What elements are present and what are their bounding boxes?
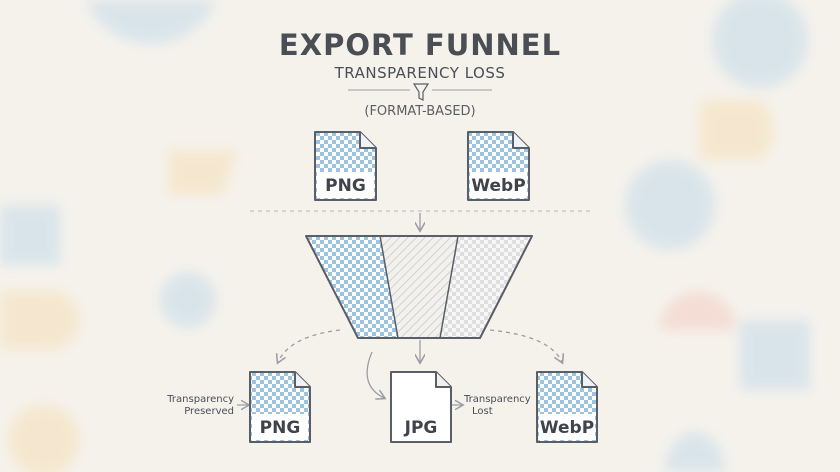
decor-blob (0, 290, 80, 350)
page-note: (FORMAT-BASED) (364, 104, 476, 119)
decor-blob (160, 272, 216, 328)
input-file-webp (467, 131, 530, 201)
decor-blob (712, 0, 808, 88)
decor-blob (625, 160, 715, 250)
arrow-to-png (278, 329, 341, 362)
input-webp-label: WebP (471, 176, 526, 196)
decor-blob (740, 320, 810, 390)
output-file-png (249, 371, 311, 443)
funnel-shape (305, 235, 533, 339)
arrow-to-webp (489, 329, 562, 362)
lost-line-1: Transparency (464, 394, 531, 405)
decor-blob (665, 432, 725, 472)
decor-blob (660, 292, 736, 330)
input-file-png (314, 131, 377, 201)
decor-blob (168, 150, 238, 195)
input-png-label: PNG (325, 176, 366, 196)
output-file-jpg (390, 371, 452, 443)
output-png-label: PNG (259, 418, 301, 438)
decor-blob (86, 0, 216, 45)
decor-blob (8, 404, 80, 472)
decor-blob (0, 205, 60, 265)
transparency-lost-label: Transparency Lost (464, 394, 544, 418)
output-file-webp (536, 371, 598, 443)
output-jpg-label: JPG (404, 418, 438, 438)
output-webp-label: WebP (539, 418, 595, 438)
arrow-curve-jpg (366, 351, 384, 398)
page-subtitle: TRANSPARENCY LOSS (334, 64, 506, 82)
transparency-preserved-label: Transparency Preserved (160, 394, 234, 418)
lost-line-2: Lost (472, 406, 493, 417)
page-title: EXPORT FUNNEL (278, 28, 562, 62)
preserved-line-2: Preserved (184, 406, 234, 417)
funnel-icon (412, 83, 430, 101)
preserved-line-1: Transparency (167, 394, 234, 405)
decor-blob (700, 100, 774, 160)
